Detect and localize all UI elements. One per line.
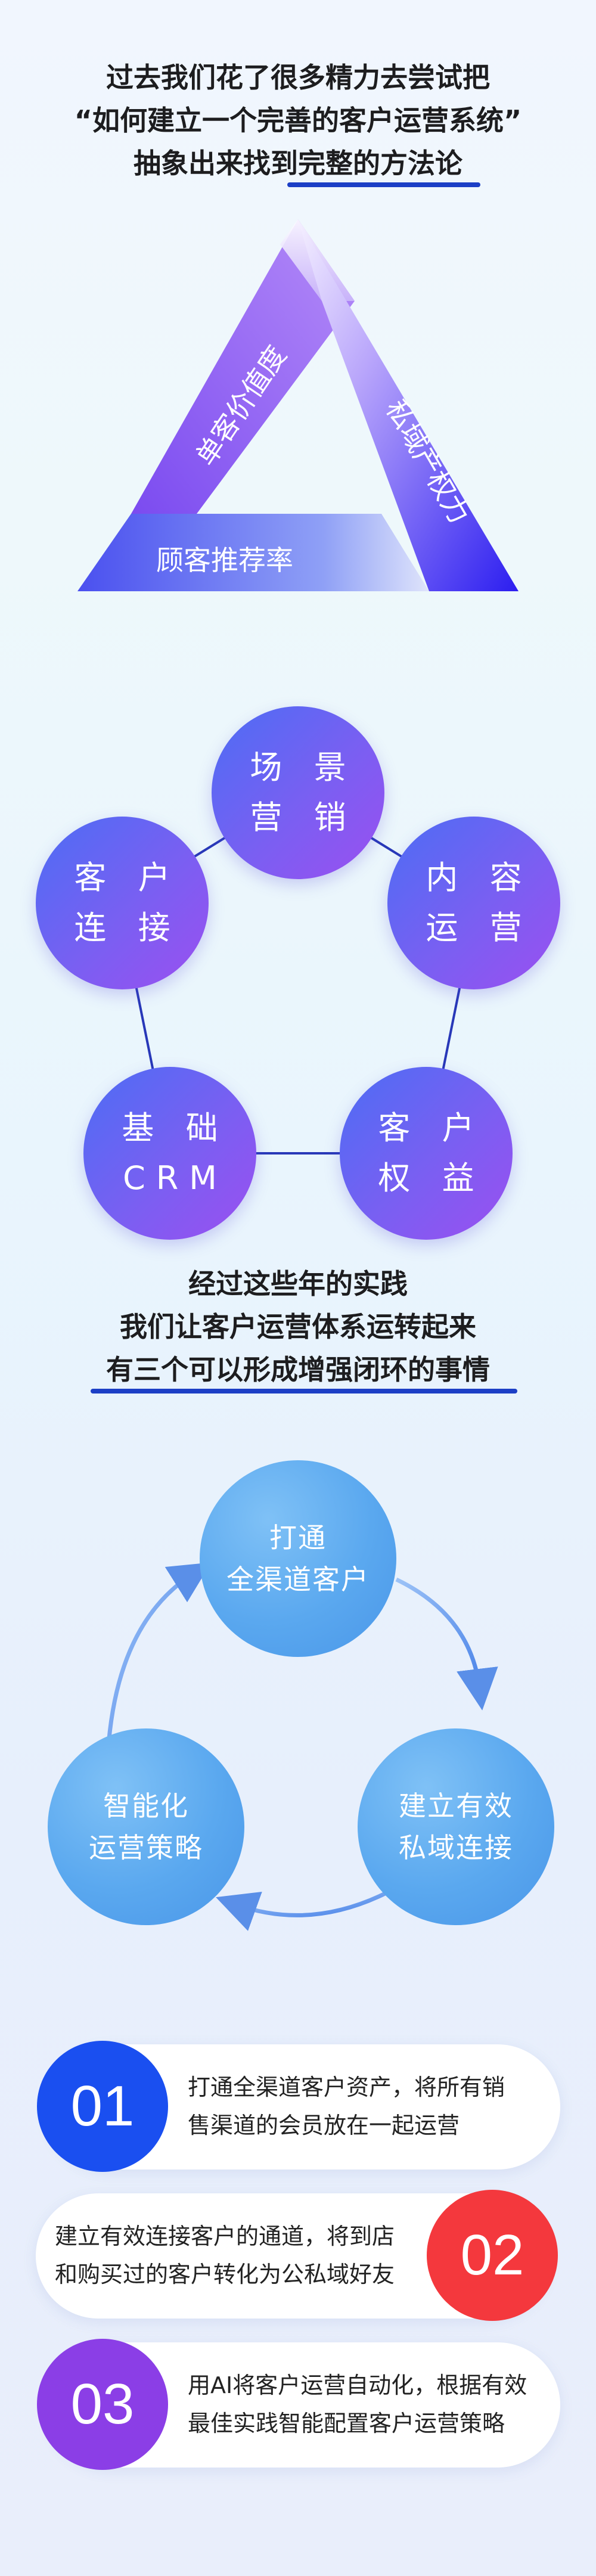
- pentagon-left-line2: 连 接: [74, 909, 181, 946]
- pentagon-circle-bottom-right: 客 户 权 益: [340, 1067, 513, 1240]
- item-text-02: 建立有效连接客户的通道，将到店 和购买过的客户转化为公私域好友: [55, 2217, 395, 2293]
- cycle-arrows: [105, 1562, 498, 1931]
- cycle-circle-left: 智能化 运营策略: [48, 1728, 244, 1925]
- item-02-line2: 和购买过的客户转化为公私域好友: [55, 2261, 395, 2288]
- triangle-bottom-arm: [77, 514, 429, 591]
- section1-heading-line1: 过去我们花了很多精力去尝试把: [106, 61, 490, 94]
- cycle-circle-top: 打通 全渠道客户: [200, 1460, 396, 1657]
- cycle-top-line2: 全渠道客户: [226, 1563, 370, 1596]
- item-text-03: 用AI将客户运营自动化，根据有效 最佳实践智能配置客户运营策略: [188, 2366, 527, 2442]
- cycle-left-line1: 智能化: [103, 1790, 189, 1822]
- item-badge-03: 03: [37, 2339, 168, 2470]
- item-01-line2: 售渠道的会员放在一起运营: [188, 2112, 460, 2139]
- item-03-line1: 用AI将客户运营自动化，根据有效: [188, 2372, 527, 2398]
- pentagon-circle-right: 内 容 运 营: [387, 817, 560, 989]
- section1-heading-line3: 抽象出来找到完整的方法论: [134, 147, 462, 179]
- section1-heading-line2: “如何建立一个完善的客户运营系统”: [74, 104, 522, 136]
- pentagon-top-line1: 场 景: [250, 749, 357, 786]
- section1-heading-underline: [287, 182, 480, 187]
- pentagon-bottom-left-line1: 基 础: [122, 1109, 229, 1147]
- pentagon-right-line1: 内 容: [426, 859, 533, 896]
- cycle-right-line2: 私域连接: [399, 1832, 513, 1864]
- pentagon-top-line2: 营 销: [250, 799, 357, 836]
- triangle-left-arm: [131, 219, 355, 514]
- item-02-line1: 建立有效连接客户的通道，将到店: [55, 2223, 395, 2249]
- pentagon-right-line2: 运 营: [426, 909, 533, 946]
- item-01-line1: 打通全渠道客户资产，将所有销: [188, 2074, 505, 2100]
- pentagon-left-line1: 客 户: [74, 859, 181, 896]
- cycle-right-line1: 建立有效: [399, 1790, 513, 1822]
- item-text-01: 打通全渠道客户资产，将所有销 售渠道的会员放在一起运营: [188, 2068, 505, 2144]
- pentagon-circle-top: 场 景 营 销: [212, 706, 384, 879]
- pentagon-circle-bottom-left: 基 础 CRM: [83, 1067, 256, 1240]
- pentagon-bottom-left-line2: CRM: [123, 1159, 228, 1197]
- cycle-circle-right: 建立有效 私域连接: [358, 1728, 554, 1925]
- section2-heading-line3: 有三个可以形成增强闭环的事情: [106, 1354, 490, 1386]
- triangle-right-arm: [298, 219, 519, 591]
- item-03-line2: 最佳实践智能配置客户运营策略: [188, 2410, 505, 2437]
- item-badge-02: 02: [427, 2190, 558, 2321]
- pentagon-bottom-right-line2: 权 益: [378, 1159, 485, 1197]
- triangle-label-bottom: 顾客推荐率: [156, 544, 293, 576]
- pentagon-bottom-right-line1: 客 户: [378, 1109, 485, 1147]
- item-badge-01: 01: [37, 2041, 168, 2172]
- section2-heading-line2: 我们让客户运营体系运转起来: [120, 1311, 476, 1343]
- section2-heading-underline: [91, 1389, 517, 1393]
- triangle-diagram: [77, 219, 519, 591]
- cycle-top-line1: 打通: [269, 1522, 327, 1554]
- cycle-left-line2: 运营策略: [89, 1832, 203, 1864]
- pentagon-circle-left: 客 户 连 接: [36, 817, 209, 989]
- section2-heading-line1: 经过这些年的实践: [188, 1268, 408, 1300]
